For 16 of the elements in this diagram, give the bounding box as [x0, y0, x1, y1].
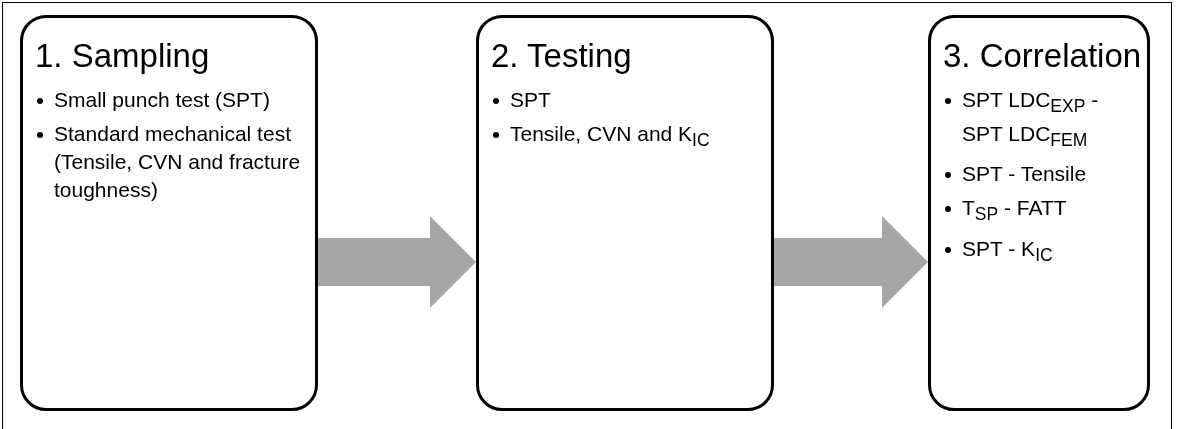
bullet-text: SPT LDC$_{EXP}$ - SPT LDC$_{FEM}$: [962, 88, 1099, 146]
bullet-text: T$_{SP}$ - FATT: [962, 196, 1067, 220]
bullet-text: SPT: [510, 88, 551, 111]
bullet-text: SPT - Tensile: [962, 162, 1087, 186]
bullet-text: Standard mechanical test (Tensile, CVN and fracture toughness): [54, 122, 301, 201]
step-heading: 1. Sampling: [35, 36, 211, 76]
step-box: [20, 15, 318, 411]
step-heading: 2. Testing: [491, 36, 633, 76]
block-arrow: [774, 216, 928, 308]
step-box: [928, 15, 1150, 411]
bullet-text: SPT - K$_{IC}$: [962, 236, 1053, 260]
block-arrow: [318, 216, 476, 308]
step-heading: 3. Correlation: [943, 36, 1139, 76]
bullet-text: Small punch test (SPT): [54, 88, 270, 111]
bullet-text: Tensile, CVN and K$_{IC}$: [510, 122, 710, 145]
step-box: [476, 15, 774, 411]
